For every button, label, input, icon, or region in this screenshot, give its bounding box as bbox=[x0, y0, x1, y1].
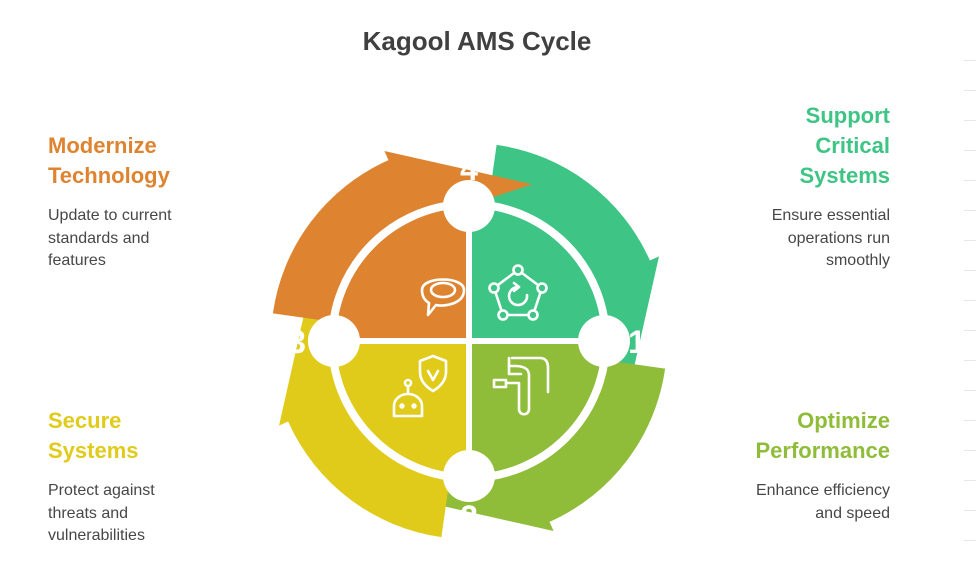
step-2-quadrant bbox=[469, 341, 602, 474]
edge-mark bbox=[964, 120, 976, 121]
edge-mark bbox=[964, 450, 976, 451]
inner-ring-gap bbox=[328, 200, 610, 482]
robot-shield-icon bbox=[392, 354, 448, 418]
step-4-heading: Modernize Technology bbox=[48, 133, 170, 188]
edge-mark bbox=[964, 540, 976, 541]
diagram-title: Kagool AMS Cycle bbox=[362, 26, 592, 56]
step-1-description: Ensure essential operations run smoothly bbox=[771, 207, 890, 269]
edge-mark bbox=[964, 210, 976, 211]
edge-mark bbox=[964, 60, 976, 61]
edge-mark bbox=[964, 510, 976, 511]
edge-mark bbox=[964, 480, 976, 481]
edge-mark bbox=[964, 240, 976, 241]
optimize-path-icon bbox=[492, 356, 550, 416]
edge-mark bbox=[964, 300, 976, 301]
edge-mark bbox=[964, 90, 976, 91]
edge-mark bbox=[964, 180, 976, 181]
step-4-number: 4 bbox=[460, 151, 478, 187]
step-3-number: 3 bbox=[288, 324, 306, 360]
step-3-description: Protect against threats and vulnerabilit… bbox=[48, 482, 155, 544]
edge-mark bbox=[964, 420, 976, 421]
edge-mark bbox=[964, 390, 976, 391]
step-3-heading: Secure Systems bbox=[48, 408, 139, 463]
step-2-heading: Optimize Performance bbox=[755, 408, 890, 463]
edge-mark bbox=[964, 150, 976, 151]
step-4-quadrant bbox=[336, 208, 469, 341]
step-1-heading: Support Critical Systems bbox=[799, 103, 890, 188]
step-2-number: 2 bbox=[460, 499, 478, 535]
step-4-description: Update to current standards and features bbox=[48, 207, 172, 269]
speech-bubble-icon bbox=[420, 278, 466, 317]
step-1-number: 1 bbox=[628, 324, 646, 360]
support-network-icon bbox=[488, 264, 548, 321]
step-1-quadrant bbox=[469, 208, 602, 341]
edge-mark bbox=[964, 330, 976, 331]
edge-mark bbox=[964, 360, 976, 361]
step-2-description: Enhance efficiency and speed bbox=[755, 482, 890, 522]
edge-mark bbox=[964, 270, 976, 271]
step-numbers: 1 2 3 4 bbox=[288, 151, 646, 535]
